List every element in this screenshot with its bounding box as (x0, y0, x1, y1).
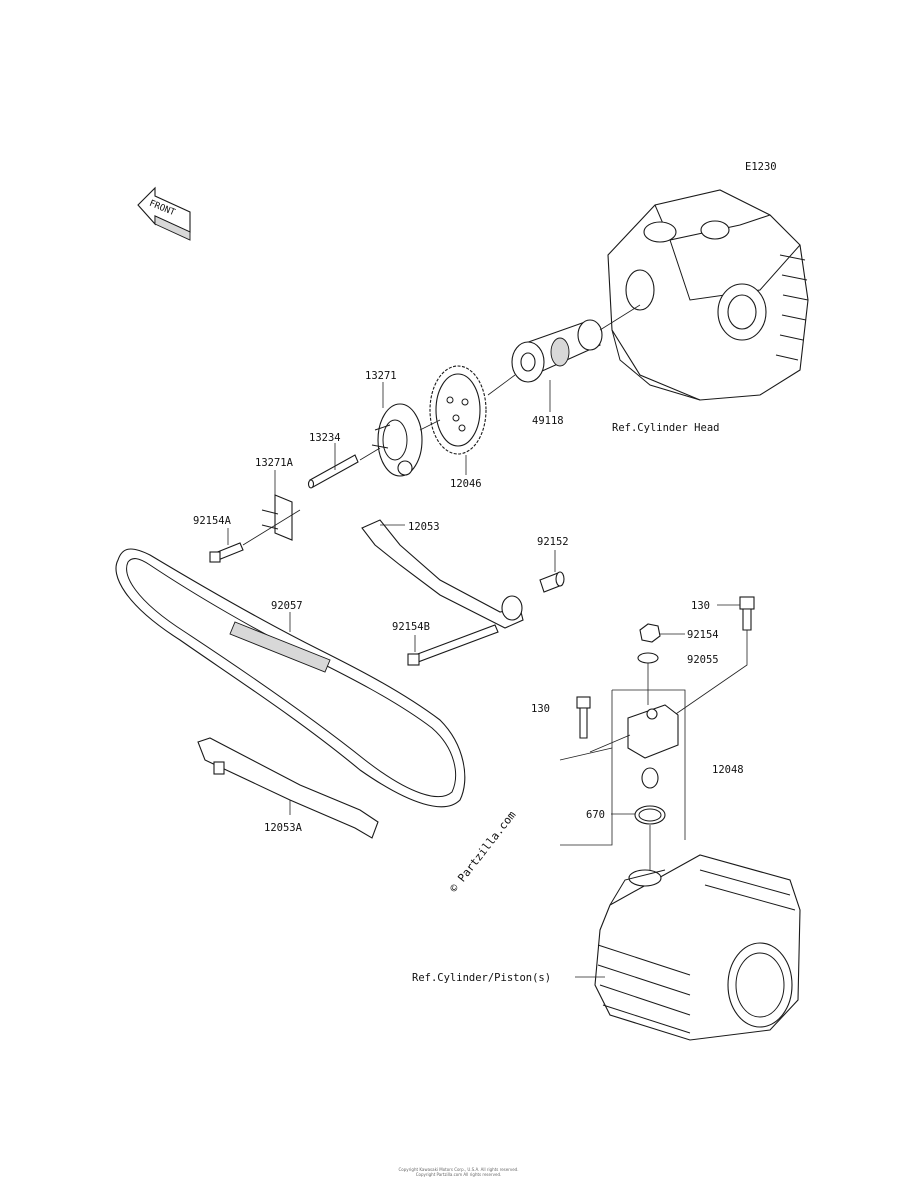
cam-sprocket (429, 365, 487, 455)
label-670: 670 (586, 809, 605, 821)
label-92152: 92152 (537, 536, 569, 548)
bolt-92154a (209, 542, 244, 563)
copyright-line: Copyright Partzilla.com All rights reser… (415, 1172, 502, 1177)
ref-cylinder-piston: Ref.Cylinder/Piston(s) (412, 972, 551, 984)
diagram-code: E1230 (745, 161, 777, 173)
label-12048: 12048 (712, 764, 744, 776)
label-130-left: 130 (531, 703, 550, 715)
label-13271: 13271 (365, 370, 397, 382)
label-12053a: 12053A (264, 822, 303, 834)
cylinder-head (607, 189, 809, 401)
camshaft (511, 319, 603, 383)
label-92055: 92055 (687, 654, 719, 666)
label-12046: 12046 (450, 478, 482, 490)
front-arrow-icon: FRONT (137, 186, 191, 241)
label-13271a: 13271A (255, 457, 294, 469)
bolt-92154b (407, 624, 499, 666)
collar-92152 (539, 571, 565, 593)
copyright-line: Copyright Kawasaki Motors Corp., U.S.A. … (398, 1167, 519, 1172)
decompressor-shaft (307, 454, 359, 489)
copyright-notice: Copyright Kawasaki Motors Corp., U.S.A. … (0, 1167, 917, 1177)
cylinder (594, 854, 801, 1041)
label-92154b: 92154B (392, 621, 430, 633)
decompressor-plate (371, 403, 423, 477)
label-130-upper: 130 (691, 600, 710, 612)
label-92057: 92057 (271, 600, 303, 612)
label-92154: 92154 (687, 629, 719, 641)
decompressor-bracket (261, 494, 293, 541)
label-92154a: 92154A (193, 515, 232, 527)
label-12053: 12053 (408, 521, 440, 533)
chain-guide-lower (197, 737, 379, 839)
tensioner-group (559, 596, 755, 878)
label-49118: 49118 (532, 415, 564, 427)
cam-chain (115, 548, 466, 808)
watermark: © Partzilla.com (447, 808, 519, 895)
chain-guide-upper (361, 519, 524, 629)
ref-cylinder-head: Ref.Cylinder Head (612, 422, 719, 434)
label-13234: 13234 (309, 432, 341, 444)
